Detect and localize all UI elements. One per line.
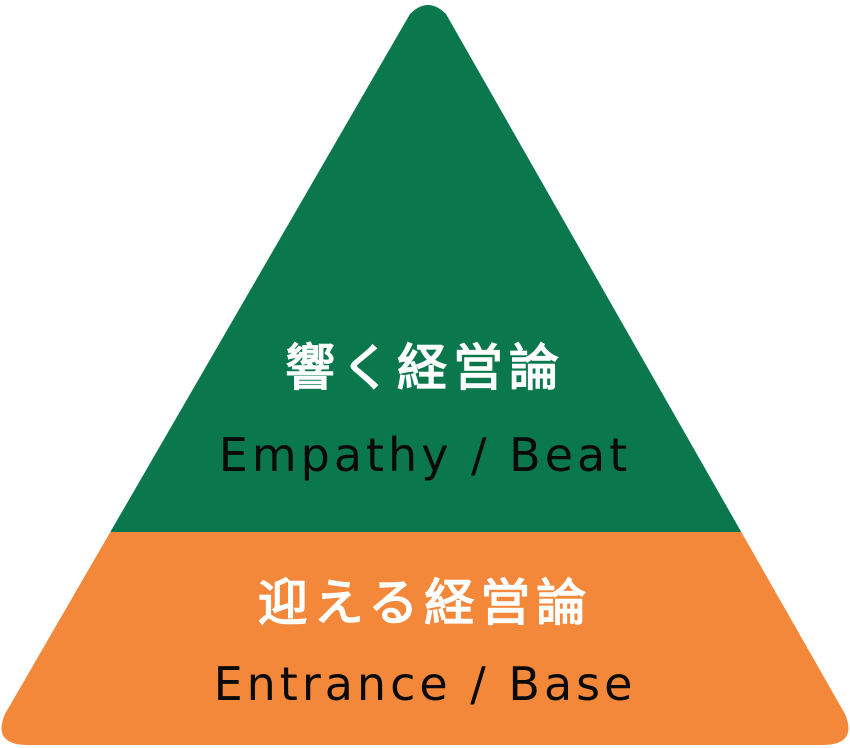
top-tier-title-jp: 響く経営論 (285, 339, 565, 397)
bottom-tier-background (1, 532, 849, 745)
top-tier-title-en: Empathy / Beat (218, 428, 632, 482)
bottom-tier-title-jp: 迎える経営論 (257, 574, 593, 632)
bottom-tier-title-en: Entrance / Base (213, 657, 637, 711)
